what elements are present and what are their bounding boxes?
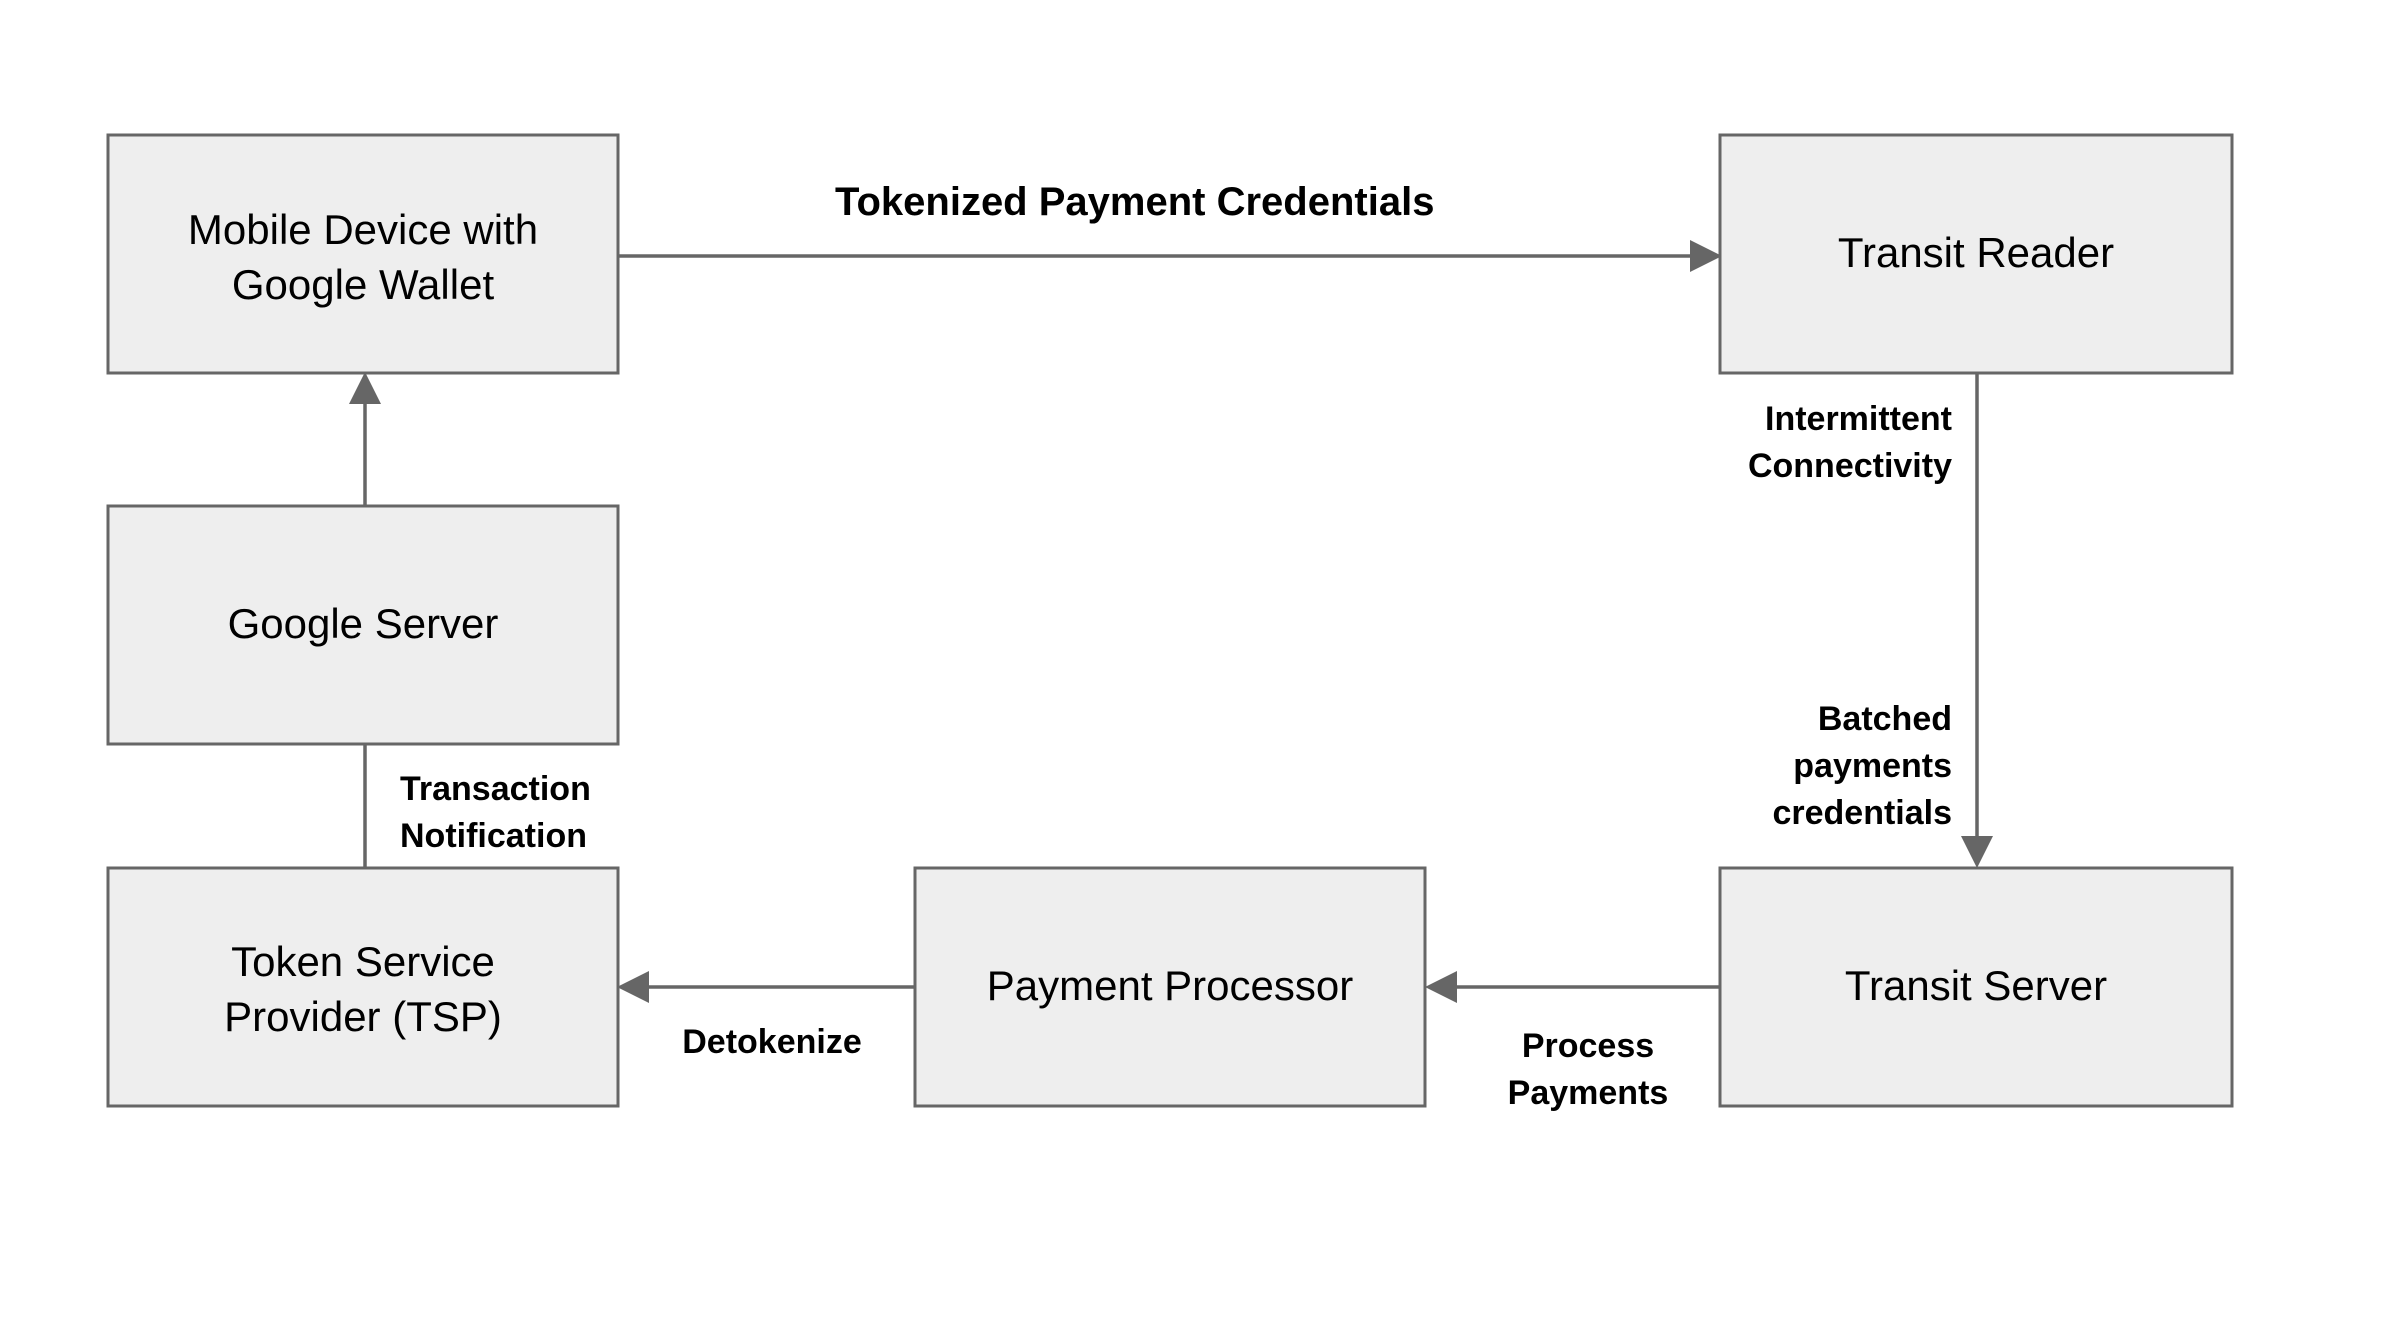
node-transit-server[interactable]: Transit Server — [1718, 866, 2234, 1108]
node-google-server[interactable]: Google Server — [106, 504, 620, 746]
edge-label-intermittent-connectivity-line2: Connectivity — [1748, 447, 1952, 485]
node-box-token-service-provider[interactable] — [106, 866, 620, 1108]
arrowhead-detokenize — [617, 971, 649, 1003]
arrowhead-notification-receipts — [349, 372, 381, 404]
node-token-service-provider[interactable]: Token Service Provider (TSP) — [106, 866, 620, 1108]
node-label-token-service-provider-line1: Token Service — [231, 938, 495, 985]
edge-process-payments: Process Payments — [1425, 971, 1719, 1112]
edge-label-intermittent-connectivity-line1: Intermittent — [1765, 400, 1952, 438]
edge-label-batched-payments-credentials-line3: credentials — [1772, 794, 1952, 832]
arrowhead-process-payments — [1425, 971, 1457, 1003]
node-label-token-service-provider-line2: Provider (TSP) — [224, 993, 502, 1040]
node-label-mobile-device-line2: Google Wallet — [232, 261, 495, 308]
edge-transit-reader-to-transit-server: Intermittent Connectivity Batched paymen… — [1748, 374, 1993, 868]
node-box-payment-processor[interactable] — [913, 866, 1427, 1108]
node-label-mobile-device-line1: Mobile Device with — [188, 206, 538, 253]
arrowhead-transit-reader-to-transit-server — [1961, 836, 1993, 868]
node-box-transit-server[interactable] — [1718, 866, 2234, 1108]
edge-label-transaction-notification-line2: Notification — [400, 817, 587, 855]
node-label-transit-server-line1: Transit Server — [1845, 962, 2107, 1009]
node-box-mobile-device[interactable] — [106, 133, 620, 375]
edge-label-batched-payments-credentials-line1: Batched — [1818, 700, 1952, 738]
edge-tokenized-payment-credentials: Tokenized Payment Credentials — [618, 180, 1722, 272]
node-label-payment-processor-line1: Payment Processor — [987, 962, 1353, 1009]
node-payment-processor[interactable]: Payment Processor — [913, 866, 1427, 1108]
edge-label-tokenized-payment-credentials-line1: Tokenized Payment Credentials — [835, 180, 1434, 224]
node-transit-reader[interactable]: Transit Reader — [1718, 133, 2234, 375]
node-label-transit-reader-line1: Transit Reader — [1838, 229, 2114, 276]
arrowhead-tokenized-payment-credentials — [1690, 240, 1722, 272]
edge-label-batched-payments-credentials-line2: payments — [1793, 747, 1952, 785]
node-box-transit-reader[interactable] — [1718, 133, 2234, 375]
edge-label-process-payments-line1: Process — [1522, 1027, 1654, 1065]
edge-label-process-payments-line2: Payments — [1508, 1074, 1669, 1112]
edge-label-transaction-notification-line1: Transaction — [400, 770, 591, 808]
node-label-google-server-line1: Google Server — [228, 600, 499, 647]
node-box-google-server[interactable] — [106, 504, 620, 746]
edge-detokenize: Detokenize — [617, 971, 914, 1061]
node-mobile-device[interactable]: Mobile Device with Google Wallet — [106, 133, 620, 375]
edge-label-detokenize-line1: Detokenize — [682, 1023, 862, 1061]
